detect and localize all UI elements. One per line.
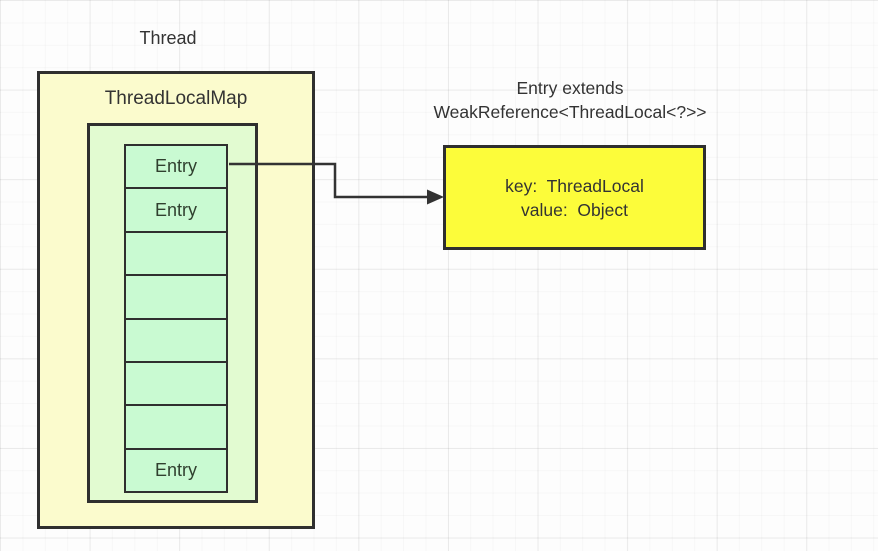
entry-extends-annotation: Entry extends WeakReference<ThreadLocal<…	[400, 76, 740, 124]
entry-cells: Entry Entry Entry	[124, 144, 228, 493]
entry-cell	[124, 274, 228, 320]
entry-value-line: value: Object	[521, 199, 628, 220]
entry-detail-box: key: ThreadLocal value: Object	[443, 145, 706, 250]
entry-cell: Entry	[124, 447, 228, 493]
entry-table-box: Entry Entry Entry	[87, 123, 258, 503]
threadlocalmap-box: ThreadLocalMap Entry Entry Entry	[37, 71, 315, 529]
annotation-line-2: WeakReference<ThreadLocal<?>>	[433, 102, 707, 122]
annotation-line-1: Entry extends	[516, 78, 624, 98]
entry-cell	[124, 404, 228, 450]
arrow-head-icon	[427, 189, 444, 205]
entry-cell: Entry	[124, 187, 228, 233]
entry-cell	[124, 317, 228, 363]
entry-cell	[124, 360, 228, 407]
threadlocalmap-title: ThreadLocalMap	[104, 88, 248, 109]
entry-cell: Entry	[124, 144, 228, 190]
entry-cell	[124, 230, 228, 277]
entry-key-line: key: ThreadLocal	[505, 175, 644, 196]
thread-label: Thread	[139, 28, 197, 48]
